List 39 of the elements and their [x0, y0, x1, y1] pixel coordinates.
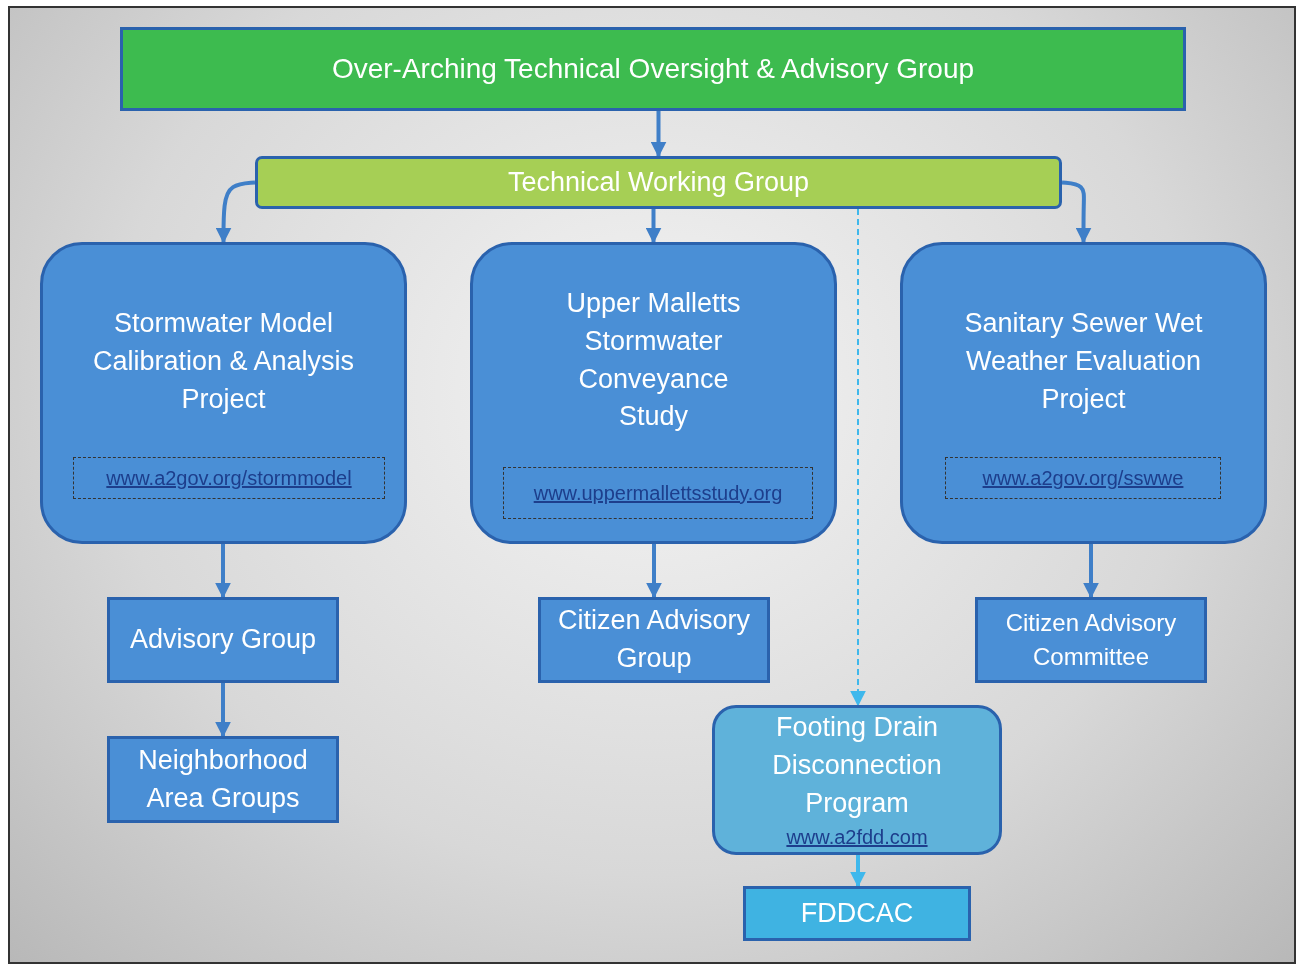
node-label: Technical Working Group — [507, 165, 810, 199]
node-label: FDDCAC — [800, 896, 914, 930]
node-label: Advisory Group — [129, 623, 317, 657]
link-box — [503, 467, 813, 519]
link-box — [73, 457, 385, 499]
arrow — [1061, 180, 1092, 244]
web-link: www.uppermallettsstudy.org — [533, 481, 783, 506]
node-label: Citizen Advisory Committee — [1004, 608, 1178, 672]
node-label: Footing Drain Disconnection Program — [771, 711, 943, 820]
group-box — [712, 705, 1002, 855]
arrow — [215, 180, 256, 244]
group-box — [107, 597, 339, 683]
node-label: Neighborhood Area Groups — [137, 743, 309, 815]
arrow — [850, 855, 866, 888]
project-box — [470, 242, 837, 544]
web-link: www.a2fdd.com — [786, 824, 928, 850]
node-label: Over-Arching Technical Oversight & Advisory Group — [331, 52, 975, 87]
group-box — [743, 886, 971, 941]
arrow — [215, 683, 231, 738]
dashed-arrow — [850, 208, 866, 707]
project-box — [900, 242, 1267, 544]
group-box — [255, 156, 1062, 209]
project-box — [40, 242, 407, 544]
arrow — [1083, 544, 1099, 599]
web-link: www.a2gov.org/sswwe — [982, 466, 1184, 491]
node-label: Upper Malletts Stormwater Conveyance Study — [565, 287, 742, 434]
arrow — [650, 111, 667, 158]
arrow — [646, 544, 662, 599]
group-box — [120, 27, 1186, 111]
node-label: Sanitary Sewer Wet Weather Evaluation Project — [963, 307, 1204, 416]
web-link: www.a2gov.org/stormmodel — [106, 466, 352, 491]
group-box — [107, 736, 339, 823]
group-box — [538, 597, 770, 683]
node-label: Citizen Advisory Group — [556, 604, 752, 675]
arrow — [645, 209, 662, 244]
arrow — [215, 544, 231, 599]
node-label: Stormwater Model Calibration & Analysis Project — [91, 307, 356, 416]
link-box — [945, 457, 1221, 499]
group-box — [975, 597, 1207, 683]
